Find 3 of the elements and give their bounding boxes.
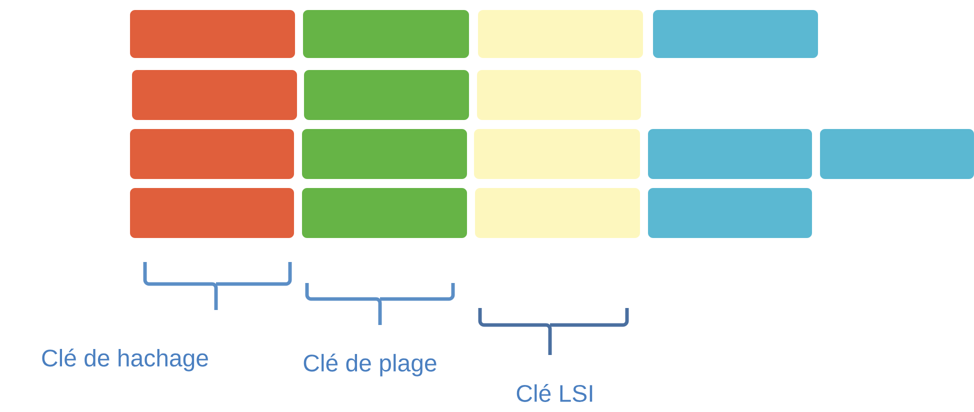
key-label: Clé LSI (516, 384, 592, 402)
key-label: Clé de hachage (42, 348, 208, 372)
key-label: Clé de plage (304, 354, 436, 376)
